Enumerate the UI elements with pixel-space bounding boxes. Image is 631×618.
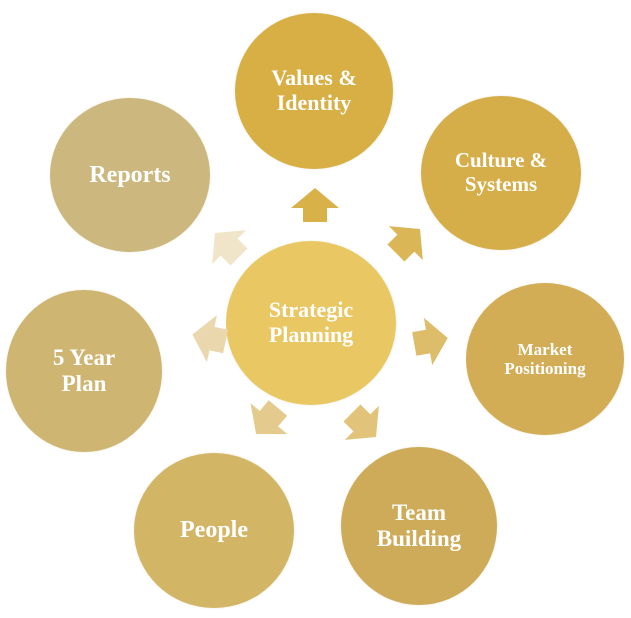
node-reports-label: Reports: [89, 161, 171, 188]
node-people: People: [134, 453, 294, 608]
node-people-label: People: [180, 517, 248, 544]
node-values-identity-label: Values & Identity: [271, 65, 357, 115]
arrow-to-reports-icon: [212, 230, 248, 266]
arrow-to-people-icon: [250, 400, 288, 435]
node-market-positioning: Market Positioning: [466, 283, 624, 435]
arrow-to-values-identity-icon: [291, 188, 339, 222]
center-node-strategic-planning: Strategic Planning: [226, 241, 396, 405]
arrow-to-five-year-plan-icon: [192, 315, 229, 363]
node-team-building: Team Building: [341, 447, 497, 605]
node-five-year-plan: 5 Year Plan: [6, 290, 162, 452]
node-market-positioning-label: Market Positioning: [504, 339, 586, 378]
arrow-to-culture-systems-icon: [387, 226, 423, 262]
node-culture-systems-label: Culture & Systems: [454, 148, 548, 196]
node-team-building-label: Team Building: [376, 500, 462, 551]
node-values-identity: Values & Identity: [235, 13, 393, 169]
node-culture-systems: Culture & Systems: [421, 96, 581, 250]
node-reports: Reports: [50, 98, 210, 252]
center-node-label: Strategic Planning: [268, 297, 354, 347]
arrow-to-team-building-icon: [343, 404, 379, 440]
node-five-year-plan-label: 5 Year Plan: [52, 345, 116, 396]
arrow-to-market-positioning-icon: [412, 317, 448, 366]
